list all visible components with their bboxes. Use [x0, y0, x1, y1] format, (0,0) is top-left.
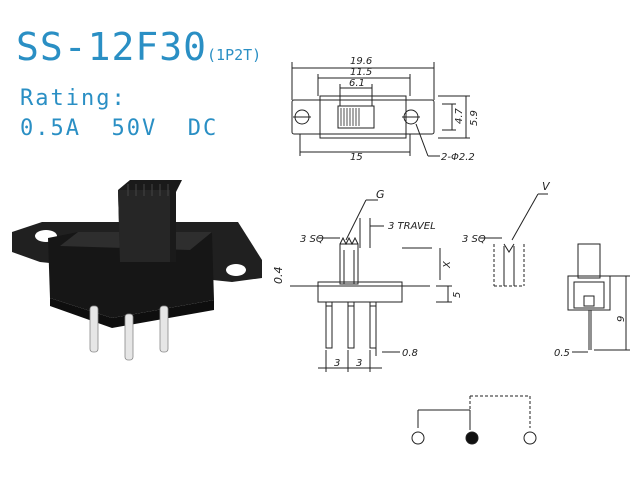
side-pin-1 [325, 301, 333, 349]
terminal-common [465, 431, 479, 445]
dim-overall-length: 19.6 [350, 56, 372, 67]
dim-body-length: 15 [350, 152, 363, 163]
terminal-right [523, 431, 537, 445]
dim-height-body: 4.7 [454, 107, 465, 124]
side-body-height: 5 [452, 292, 463, 298]
end-pin-thickness: 0.5 [554, 348, 570, 359]
photo-pin-1 [89, 305, 99, 353]
photo-pin-2 [124, 313, 134, 361]
pole-throw-label: (1P2T) [207, 46, 262, 64]
dim-hole-callout: 2-Φ2.2 [441, 152, 475, 163]
side-actuator-label: G [376, 188, 385, 201]
side-angle-label: 3 SQ [300, 234, 324, 245]
side-flange-thickness: 0.4 [272, 267, 285, 285]
side-pin-2 [347, 301, 355, 349]
side-pin-pitch-2: 3 [356, 358, 362, 369]
side-pin-width: 0.8 [402, 348, 418, 359]
dim-height-flange: 5.9 [469, 110, 480, 126]
photo-pin-3 [159, 305, 169, 353]
side-actuator [339, 243, 359, 285]
detail-angle-label: 3 SQ [462, 234, 486, 245]
photo-mount-hole-right [226, 264, 246, 276]
model-title: SS-12F30(1P2T) [16, 28, 261, 66]
model-name: SS-12F30 [16, 25, 208, 69]
top-view [291, 62, 470, 157]
detail-view [480, 193, 548, 287]
rating-label: Rating: [20, 86, 127, 111]
side-view [290, 199, 452, 372]
dim-slot-width: 6.1 [349, 78, 365, 89]
switch-schematic [411, 395, 537, 445]
side-travel-label: 3 TRAVEL [388, 221, 436, 232]
rating-block: Rating: 0.5A 50V DC [20, 84, 218, 144]
end-actuator [577, 243, 601, 279]
side-pin-3 [369, 301, 377, 349]
side-lever-height: X [442, 260, 453, 269]
side-pin-pitch-1: 3 [334, 358, 340, 369]
end-view [567, 243, 630, 353]
top-slider [337, 105, 375, 129]
rating-value: 0.5A 50V DC [20, 116, 219, 141]
side-body [317, 281, 403, 303]
terminal-left [411, 431, 425, 445]
dim-hole-spacing: 11.5 [350, 67, 372, 78]
detail-notch-label: V [542, 180, 551, 193]
end-overall-height: 9 [616, 316, 627, 322]
